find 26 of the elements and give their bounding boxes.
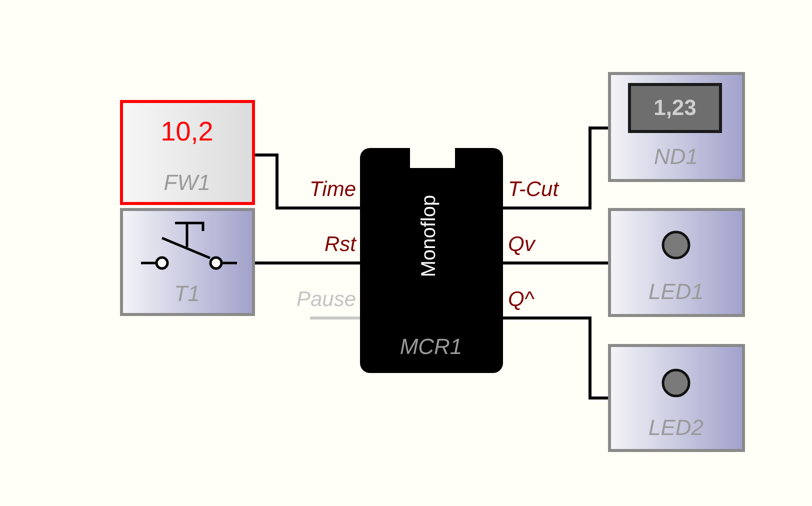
module-box <box>120 208 255 316</box>
connector-wire <box>255 262 360 264</box>
numeric-readout: 1,23 <box>628 83 722 133</box>
block-label: MCR1 <box>400 336 462 358</box>
block-title: Monoflop <box>419 194 439 278</box>
block-label: T1 <box>174 283 200 305</box>
connector-wire <box>503 316 608 400</box>
pin-label: T-Cut <box>508 179 559 200</box>
block-label: LED1 <box>648 281 704 303</box>
module-box <box>120 100 255 205</box>
pin-label: Rst <box>324 234 356 255</box>
module-box <box>608 344 745 452</box>
block-label: LED2 <box>648 417 704 439</box>
connector-wire <box>503 262 608 264</box>
pin-label: Pause <box>296 289 356 310</box>
module-box <box>608 208 745 317</box>
block-label: FW1 <box>164 172 210 194</box>
connector-wire <box>503 126 608 210</box>
pin-label: Time <box>310 179 356 200</box>
module-box <box>608 72 745 182</box>
monoflop-block <box>360 148 503 373</box>
pin-label: Q^ <box>508 289 534 310</box>
block-label: ND1 <box>654 146 698 168</box>
connector-wire <box>255 154 360 210</box>
pin-label: Qv <box>508 234 535 255</box>
value-text: 10,2 <box>160 118 214 146</box>
